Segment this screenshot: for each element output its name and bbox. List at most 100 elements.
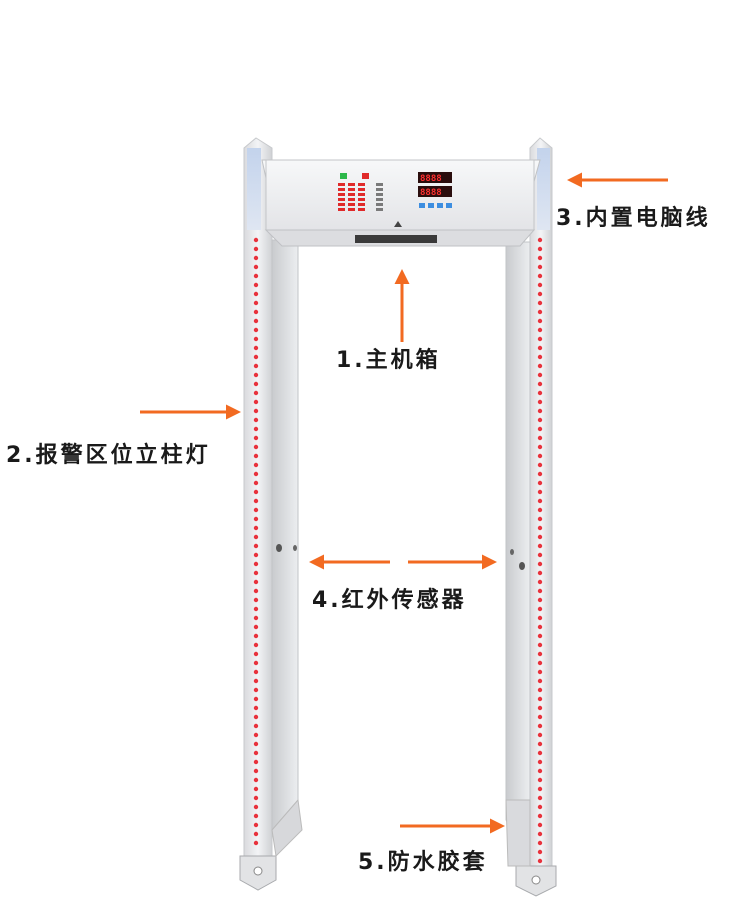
led-dot	[537, 543, 543, 549]
led-dot	[253, 300, 259, 306]
led-dot	[537, 273, 543, 279]
led-dot	[537, 768, 543, 774]
led-dot	[253, 471, 259, 477]
led-dot	[253, 237, 259, 243]
led-dot	[537, 435, 543, 441]
led-dot	[253, 408, 259, 414]
led-dot	[537, 426, 543, 432]
led-dot	[537, 588, 543, 594]
led-dot	[537, 759, 543, 765]
led-dot	[253, 750, 259, 756]
display-bottom: 8888	[420, 188, 442, 198]
display-top: 8888	[420, 174, 442, 184]
led-dot	[537, 579, 543, 585]
led-dot	[253, 777, 259, 783]
led-dot	[537, 705, 543, 711]
led-dot	[253, 426, 259, 432]
led-dot	[537, 750, 543, 756]
led-dot	[537, 444, 543, 450]
led-dot	[253, 363, 259, 369]
led-dot	[253, 678, 259, 684]
zone-bar-segment	[376, 203, 383, 206]
led-dot	[253, 507, 259, 513]
led-dot	[537, 606, 543, 612]
zone-bar-segment	[358, 188, 365, 191]
led-dot	[253, 552, 259, 558]
led-dot	[537, 741, 543, 747]
led-dot	[537, 516, 543, 522]
led-dot	[537, 381, 543, 387]
led-dot	[537, 723, 543, 729]
led-dot	[537, 327, 543, 333]
led-dot	[253, 390, 259, 396]
led-dot	[253, 453, 259, 459]
zone-bar-segment	[358, 183, 365, 186]
led-dot	[537, 615, 543, 621]
led-dot	[537, 651, 543, 657]
led-dot	[537, 390, 543, 396]
zone-indicator-bars	[338, 183, 383, 211]
led-dot	[537, 804, 543, 810]
led-dot	[537, 525, 543, 531]
led-dot	[253, 498, 259, 504]
led-dot	[537, 552, 543, 558]
zone-bar-segment	[338, 208, 345, 211]
left-led-column	[253, 237, 259, 846]
zone-bar-segment	[376, 208, 383, 211]
led-dot	[537, 336, 543, 342]
led-dot	[253, 759, 259, 765]
led-dot	[537, 309, 543, 315]
led-dot	[537, 255, 543, 261]
led-dot	[253, 561, 259, 567]
led-dot	[537, 696, 543, 702]
led-dot	[537, 246, 543, 252]
led-dot	[253, 633, 259, 639]
led-dot	[537, 417, 543, 423]
led-dot	[253, 543, 259, 549]
led-dot	[537, 462, 543, 468]
led-dot	[253, 525, 259, 531]
zone-bar-segment	[338, 198, 345, 201]
led-dot	[537, 732, 543, 738]
left-pillar	[239, 137, 303, 891]
led-dot	[537, 597, 543, 603]
led-dot	[253, 588, 259, 594]
led-dot	[253, 570, 259, 576]
led-dot	[537, 264, 543, 270]
led-dot	[253, 354, 259, 360]
led-dot	[537, 813, 543, 819]
led-dot	[253, 336, 259, 342]
led-dot	[537, 633, 543, 639]
led-dot	[253, 264, 259, 270]
zone-bar-segment	[376, 188, 383, 191]
led-dot	[253, 669, 259, 675]
led-dot	[253, 714, 259, 720]
led-dot	[537, 372, 543, 378]
led-dot	[253, 732, 259, 738]
right-pillar	[505, 137, 557, 897]
led-dot	[253, 615, 259, 621]
led-dot	[253, 462, 259, 468]
led-dot	[537, 822, 543, 828]
led-dot	[253, 318, 259, 324]
zone-bar-segment	[358, 193, 365, 196]
led-dot	[537, 642, 543, 648]
zone-bar-segment	[358, 208, 365, 211]
led-dot	[537, 480, 543, 486]
led-dot	[537, 399, 543, 405]
zone-bar-segment	[348, 183, 355, 186]
led-dot	[253, 831, 259, 837]
led-dot	[253, 327, 259, 333]
led-dot	[253, 687, 259, 693]
led-dot	[253, 741, 259, 747]
led-dot	[253, 480, 259, 486]
led-dot	[537, 840, 543, 846]
led-dot	[253, 624, 259, 630]
zone-bar-segment	[348, 188, 355, 191]
zone-bar-segment	[358, 203, 365, 206]
led-dot	[537, 678, 543, 684]
label-infrared-sensor: 4.红外传感器	[312, 588, 467, 613]
led-dot	[253, 489, 259, 495]
label-alarm-column-light: 2.报警区位立柱灯	[6, 443, 211, 468]
